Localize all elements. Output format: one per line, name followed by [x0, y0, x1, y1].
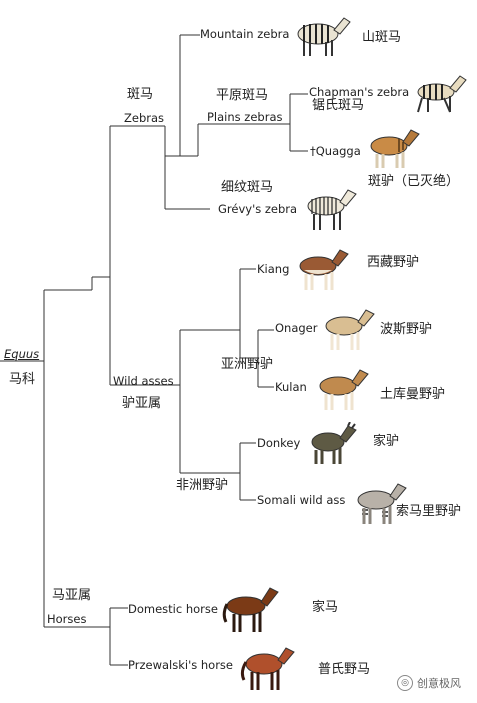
- przewalski-horse-image: [240, 647, 295, 690]
- watermark-text: 创意极风: [417, 677, 461, 690]
- chapman-zebra-label: Chapman's zebra: [309, 85, 410, 99]
- domestic-horse-label: Domestic horse: [128, 602, 218, 616]
- domestic-horse-cn-label: 家马: [312, 600, 339, 615]
- kulan-label: Kulan: [275, 380, 307, 394]
- root-cn-label: 马科: [9, 372, 36, 387]
- plains-zebras-cn-label: 平原斑马: [216, 88, 269, 103]
- african-wild-ass-cn-label: 非洲野驴: [176, 478, 229, 493]
- somali-wild-ass-label: Somali wild ass: [257, 493, 346, 507]
- grevy-zebra-image: [307, 189, 357, 230]
- quagga-label: †Quagga: [310, 144, 361, 158]
- asian-wild-ass-cn-label: 亚洲野驴: [221, 357, 274, 372]
- mountain-zebra-image: [297, 17, 351, 56]
- mountain-zebra-label: Mountain zebra: [200, 27, 290, 41]
- horses-cn-label: 马亚属: [52, 588, 92, 603]
- domestic-horse-image: [222, 587, 279, 632]
- root-latin-label: Equus: [4, 347, 40, 361]
- watermark: ◎ 创意极风: [397, 675, 461, 691]
- onager-cn-label: 波斯野驴: [380, 322, 433, 337]
- zebras-en-label: Zebras: [124, 111, 165, 125]
- kiang-label: Kiang: [257, 262, 290, 276]
- grevy-zebra-en-label: Grévy's zebra: [218, 202, 298, 216]
- kulan-image: [319, 369, 369, 410]
- mountain-zebra-cn-label: 山斑马: [362, 30, 402, 45]
- chapman-zebra-cn-label: 锯氏斑马: [312, 98, 365, 113]
- onager-label: Onager: [275, 321, 318, 335]
- quagga-image: [370, 129, 420, 168]
- donkey-cn-label: 家驴: [373, 434, 400, 449]
- kiang-cn-label: 西藏野驴: [367, 255, 420, 270]
- quagga-cn-label: 斑驴（已灭绝）: [368, 174, 460, 189]
- wechat-icon: ◎: [397, 675, 413, 691]
- kulan-cn-label: 土库曼野驴: [380, 387, 446, 402]
- somali-wild-ass-image: [357, 483, 407, 524]
- zebras-cn-label: 斑马: [127, 87, 154, 102]
- onager-image: [325, 309, 375, 350]
- grevy-zebra-cn-label: 细纹斑马: [221, 180, 274, 195]
- chapman-zebra-image: [417, 75, 467, 113]
- donkey-image: [311, 422, 357, 464]
- wild-asses-en-label: Wild asses: [113, 374, 174, 388]
- plains-zebras-en-label: Plains zebras: [207, 110, 283, 124]
- przewalski-horse-label: Przewalski's horse: [128, 658, 233, 672]
- horses-en-label: Horses: [47, 612, 87, 626]
- somali-wild-ass-cn-label: 索马里野驴: [396, 504, 462, 519]
- donkey-label: Donkey: [257, 436, 301, 450]
- przewalski-horse-cn-label: 普氏野马: [318, 662, 371, 677]
- kiang-image: [299, 249, 349, 290]
- wild-asses-cn-label: 驴亚属: [122, 396, 162, 411]
